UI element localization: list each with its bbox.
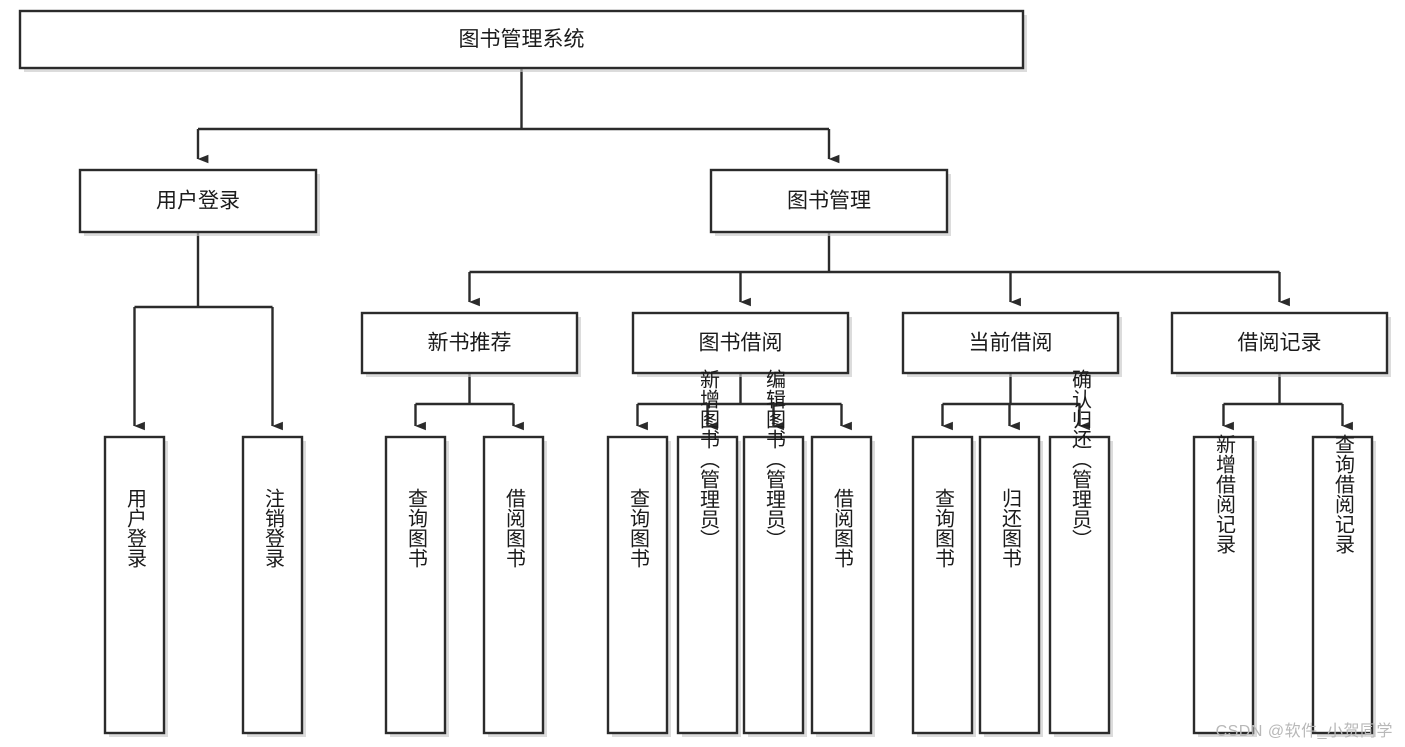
node-leaf-nbr-borrow-book[interactable]: 借阅图书 <box>482 435 547 737</box>
node-leaf-br-add-record[interactable]: 新增借阅记录 <box>1192 434 1257 737</box>
csdn-watermark: CSDN @软件_小贺同学 <box>1215 723 1393 740</box>
node-borrow-record-label: 借阅记录 <box>1238 332 1322 355</box>
node-leaf-nbr-query-book[interactable]: 查询图书 <box>384 435 449 737</box>
node-book-borrow-label: 图书借阅 <box>699 332 783 355</box>
node-leaf-cb-query-book[interactable]: 查询图书 <box>911 435 976 737</box>
node-root[interactable]: 图书管理系统 <box>18 9 1027 72</box>
node-leaf-bb-query-book[interactable]: 查询图书 <box>606 435 671 737</box>
node-leaf-cb-query-book-label: 查询图书 <box>932 488 955 568</box>
node-book-manage[interactable]: 图书管理 <box>709 168 951 236</box>
node-new-book-recommend[interactable]: 新书推荐 <box>360 311 581 377</box>
node-leaf-bb-query-book-label: 查询图书 <box>627 488 650 568</box>
edges-layer <box>133 68 1353 431</box>
node-book-borrow[interactable]: 图书借阅 <box>631 311 852 377</box>
node-leaf-cb-return-book-label: 归还图书 <box>999 488 1022 568</box>
node-current-borrow-label: 当前借阅 <box>969 332 1053 355</box>
node-leaf-bb-add-book-label: 新增图书（管理员） <box>697 369 720 549</box>
node-user-login-label: 用户登录 <box>156 190 240 213</box>
node-leaf-bb-edit-book[interactable]: 编辑图书（管理员） <box>742 369 807 737</box>
node-borrow-record[interactable]: 借阅记录 <box>1170 311 1391 377</box>
node-leaf-user-login-label: 用户登录 <box>124 488 147 568</box>
node-leaf-logout-label: 注销登录 <box>262 488 285 568</box>
node-leaf-logout[interactable]: 注销登录 <box>241 435 306 737</box>
node-leaf-cb-return-book[interactable]: 归还图书 <box>978 435 1043 737</box>
node-leaf-bb-borrow-book-label: 借阅图书 <box>831 488 854 568</box>
node-current-borrow[interactable]: 当前借阅 <box>901 311 1122 377</box>
node-leaf-br-query-record-label: 查询借阅记录 <box>1332 434 1355 554</box>
node-leaf-bb-edit-book-label: 编辑图书（管理员） <box>763 369 786 549</box>
node-user-login[interactable]: 用户登录 <box>78 168 320 236</box>
node-leaf-bb-borrow-book[interactable]: 借阅图书 <box>810 435 875 737</box>
node-leaf-br-query-record[interactable]: 查询借阅记录 <box>1311 434 1376 737</box>
node-book-manage-label: 图书管理 <box>787 190 871 213</box>
node-leaf-br-add-record-label: 新增借阅记录 <box>1213 434 1236 554</box>
nodes-layer: 图书管理系统 用户登录 图书管理 新书推荐 图书 <box>18 9 1391 737</box>
node-leaf-cb-confirm-return[interactable]: 确认归还（管理员） <box>1048 369 1113 737</box>
node-leaf-cb-confirm-return-label: 确认归还（管理员） <box>1069 369 1092 549</box>
node-leaf-nbr-borrow-book-label: 借阅图书 <box>503 488 526 568</box>
node-new-book-recommend-label: 新书推荐 <box>428 332 512 355</box>
node-leaf-bb-add-book[interactable]: 新增图书（管理员） <box>676 369 741 737</box>
node-root-label: 图书管理系统 <box>459 28 585 51</box>
node-leaf-nbr-query-book-label: 查询图书 <box>405 488 428 568</box>
node-leaf-user-login[interactable]: 用户登录 <box>103 435 168 737</box>
